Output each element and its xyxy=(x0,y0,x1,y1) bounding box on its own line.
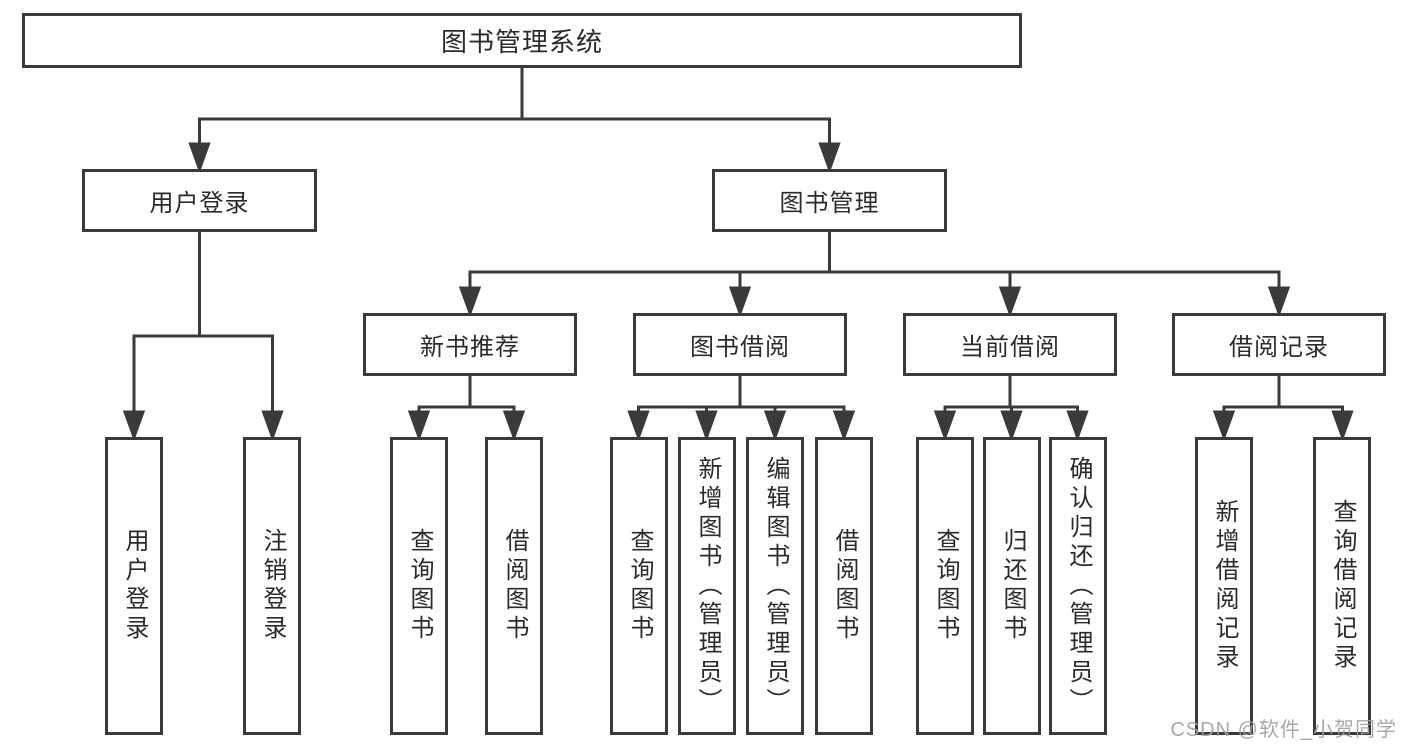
arrow-down-icon xyxy=(728,286,752,318)
node-borrow-records: 借阅记录 xyxy=(1172,313,1386,376)
node-user-login: 用户登录 xyxy=(82,169,317,232)
leaf-user-login: 用户登录 xyxy=(105,437,163,735)
arrow-down-icon xyxy=(1212,410,1236,442)
arrow-down-icon xyxy=(933,410,957,442)
leaf-confirm-return-admin: 确认归还（管理员） xyxy=(1049,437,1107,735)
arrow-down-icon xyxy=(407,410,431,442)
arrow-down-icon xyxy=(818,142,841,174)
arrow-down-icon xyxy=(1267,286,1291,318)
arrow-down-icon xyxy=(832,410,856,442)
leaf-query-books-2: 查询图书 xyxy=(610,437,668,735)
arrow-down-icon xyxy=(1000,410,1023,442)
leaf-return-books: 归还图书 xyxy=(983,437,1041,735)
leaf-borrow-books: 借阅图书 xyxy=(485,437,543,735)
leaf-add-borrow-record: 新增借阅记录 xyxy=(1195,437,1253,735)
arrow-down-icon xyxy=(998,286,1022,318)
arrow-down-icon xyxy=(1066,410,1089,442)
leaf-edit-books-admin: 编辑图书（管理员） xyxy=(746,437,804,735)
node-current-borrow: 当前借阅 xyxy=(903,313,1117,376)
node-book-management: 图书管理 xyxy=(712,169,947,232)
arrow-down-icon xyxy=(627,410,650,442)
arrow-down-icon xyxy=(763,410,787,442)
arrow-down-icon xyxy=(122,410,146,442)
leaf-query-books-3: 查询图书 xyxy=(916,437,974,735)
arrow-down-icon xyxy=(695,410,718,442)
node-book-borrow: 图书借阅 xyxy=(633,313,847,376)
arrow-down-icon xyxy=(1331,410,1354,442)
node-library-system: 图书管理系统 xyxy=(22,13,1022,68)
leaf-query-books: 查询图书 xyxy=(390,437,448,735)
leaf-logout: 注销登录 xyxy=(243,437,301,735)
leaf-query-borrow-record: 查询借阅记录 xyxy=(1313,437,1371,735)
leaf-add-books-admin: 新增图书（管理员） xyxy=(678,437,736,735)
arrow-down-icon xyxy=(188,142,211,174)
leaf-borrow-books-2: 借阅图书 xyxy=(815,437,873,735)
arrow-down-icon xyxy=(261,410,284,442)
arrow-down-icon xyxy=(502,410,526,442)
csdn-watermark: CSDN @软件_小贺同学 xyxy=(1170,719,1397,741)
arrow-down-icon xyxy=(458,286,482,318)
node-new-book-recommend: 新书推荐 xyxy=(363,313,577,376)
